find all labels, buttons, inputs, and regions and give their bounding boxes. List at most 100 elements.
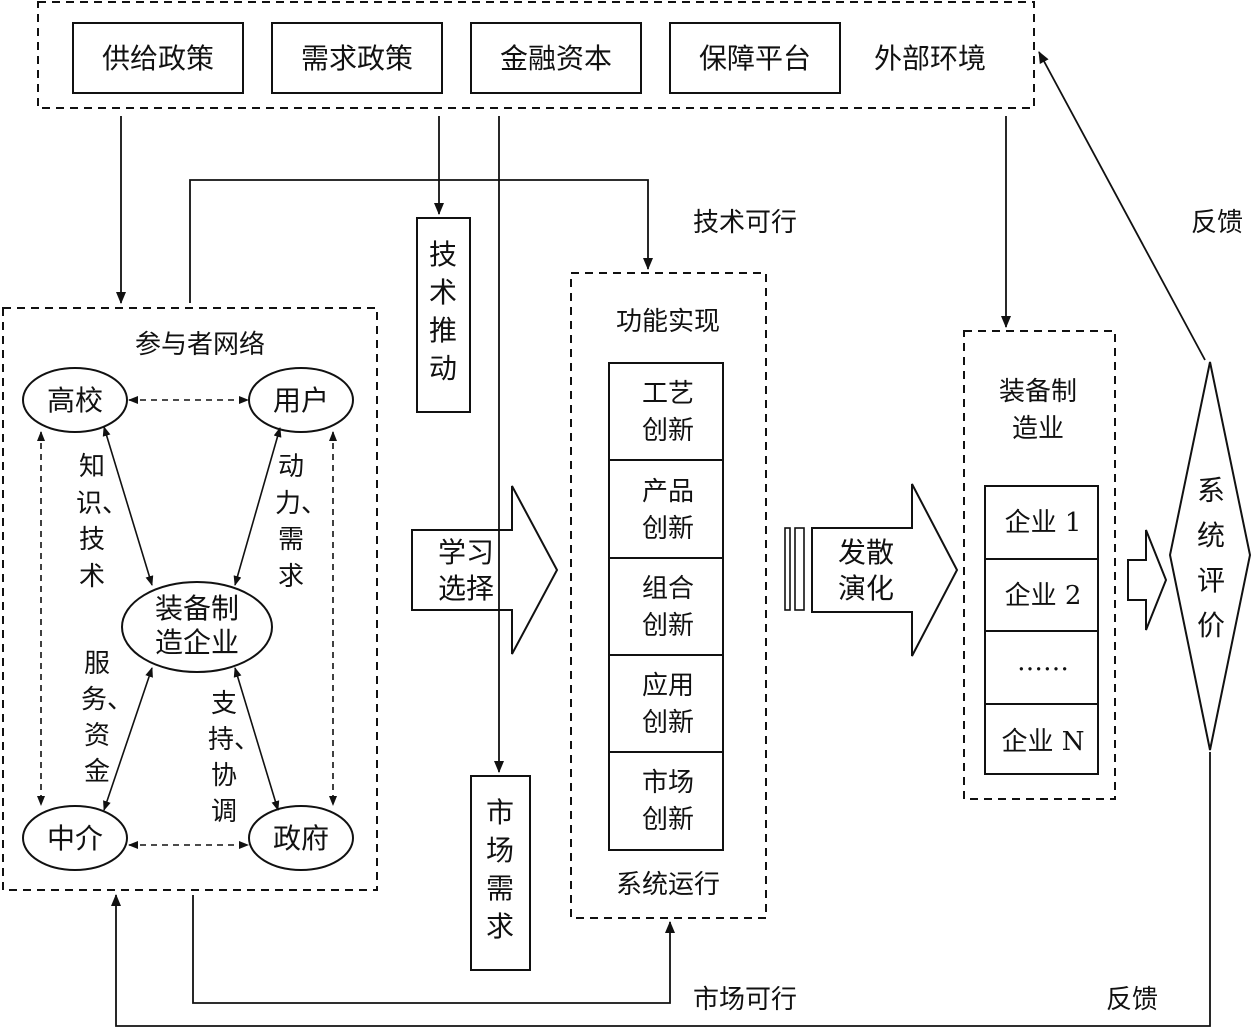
svg-text:服: 服 bbox=[84, 649, 110, 679]
svg-text:求: 求 bbox=[486, 910, 514, 943]
support-platform-label: 保障平台 bbox=[699, 42, 811, 75]
svg-text:系: 系 bbox=[1197, 474, 1225, 507]
innovation-application: 应用 创新 bbox=[642, 671, 694, 738]
svg-text:创新: 创新 bbox=[642, 805, 694, 835]
participant-network-title: 参与者网络 bbox=[135, 330, 265, 360]
svg-text:场: 场 bbox=[486, 834, 514, 867]
enterprise-list bbox=[984, 485, 1099, 775]
policy-box-demand-label: 需求政策 bbox=[301, 42, 413, 75]
market-demand-box: 市 场 需 求 bbox=[470, 775, 531, 971]
node-university-label: 高校 bbox=[47, 384, 103, 417]
tech-feasible-label: 技术可行 bbox=[693, 208, 797, 238]
svg-text:市: 市 bbox=[486, 796, 514, 829]
node-university: 高校 bbox=[22, 367, 128, 433]
svg-text:技: 技 bbox=[79, 525, 105, 555]
innovation-product: 产品 创新 bbox=[642, 477, 694, 544]
svg-text:动: 动 bbox=[429, 352, 457, 385]
svg-text:推: 推 bbox=[429, 314, 457, 347]
enterprise-ellipsis: …… bbox=[1017, 647, 1069, 677]
svg-text:学习: 学习 bbox=[438, 536, 494, 569]
path-feedback-top bbox=[1038, 51, 1206, 361]
svg-text:组合: 组合 bbox=[642, 574, 694, 604]
learning-select-arrow: 学习 选择 bbox=[411, 485, 559, 655]
function-title: 功能实现 bbox=[616, 307, 720, 337]
svg-text:持、: 持、 bbox=[208, 725, 260, 755]
node-user-label: 用户 bbox=[273, 384, 329, 417]
svg-text:需: 需 bbox=[278, 525, 304, 555]
node-government: 政府 bbox=[248, 805, 354, 871]
feedback-top-label: 反馈 bbox=[1191, 208, 1243, 238]
industry-frame bbox=[963, 330, 1116, 800]
innovation-process: 工艺 创新 bbox=[642, 379, 694, 446]
svg-text:力、: 力、 bbox=[275, 489, 327, 519]
enterprise-n: 企业 N bbox=[1001, 727, 1084, 757]
edge-label-support: 支 持、 协 调 bbox=[208, 689, 260, 827]
enterprise-1: 企业 1 bbox=[1005, 508, 1082, 538]
svg-text:应用: 应用 bbox=[642, 671, 694, 701]
innovation-market: 市场 创新 bbox=[642, 768, 694, 835]
edge-enterprise-government bbox=[233, 667, 280, 811]
tech-push-box: 技 术 推 动 bbox=[416, 217, 471, 413]
svg-text:评: 评 bbox=[1197, 564, 1225, 597]
svg-text:选择: 选择 bbox=[438, 572, 494, 605]
node-intermediary: 中介 bbox=[22, 805, 128, 871]
svg-text:工艺: 工艺 bbox=[642, 379, 694, 409]
policy-box-supply-label: 供给政策 bbox=[102, 42, 214, 75]
svg-text:调: 调 bbox=[211, 797, 237, 827]
policy-box-supply: 供给政策 bbox=[72, 22, 244, 94]
svg-text:演化: 演化 bbox=[838, 572, 894, 605]
market-feasible-label: 市场可行 bbox=[693, 985, 797, 1015]
svg-text:创新: 创新 bbox=[642, 416, 694, 446]
innovation-combination: 组合 创新 bbox=[642, 574, 694, 641]
participant-network-frame bbox=[2, 307, 378, 891]
svg-text:技: 技 bbox=[429, 238, 457, 271]
edge-user-enterprise bbox=[233, 427, 282, 586]
svg-text:求: 求 bbox=[278, 562, 304, 592]
svg-text:产品: 产品 bbox=[642, 477, 694, 507]
svg-text:协: 协 bbox=[211, 761, 237, 791]
to-evaluation-arrow bbox=[1127, 529, 1168, 631]
node-enterprise-label-line2: 造企业 bbox=[155, 626, 239, 659]
svg-text:发散: 发散 bbox=[838, 536, 894, 569]
svg-text:价: 价 bbox=[1197, 609, 1225, 642]
financial-capital-label: 金融资本 bbox=[500, 42, 612, 75]
svg-text:金: 金 bbox=[84, 757, 110, 787]
support-platform-box: 保障平台 bbox=[669, 22, 841, 94]
policy-box-demand: 需求政策 bbox=[271, 22, 443, 94]
svg-text:创新: 创新 bbox=[642, 611, 694, 641]
node-enterprise-label-line1: 装备制 bbox=[155, 592, 239, 625]
svg-text:术: 术 bbox=[429, 276, 457, 309]
external-environment-frame bbox=[37, 1, 1035, 109]
path-market-feasible bbox=[192, 895, 675, 1004]
path-tech-feasible bbox=[189, 179, 653, 303]
svg-text:需: 需 bbox=[486, 872, 514, 905]
node-enterprise: 装备制 造企业 bbox=[121, 581, 273, 673]
svg-text:创新: 创新 bbox=[642, 708, 694, 738]
node-intermediary-label: 中介 bbox=[47, 822, 103, 855]
edge-university-enterprise bbox=[102, 426, 154, 586]
system-evaluation-diamond: 系 统 评 价 bbox=[1168, 361, 1252, 751]
industry-title-line2: 造业 bbox=[1012, 414, 1064, 444]
svg-text:市场: 市场 bbox=[642, 768, 694, 798]
diffusion-bars bbox=[784, 527, 805, 611]
edge-enterprise-intermediary bbox=[103, 667, 153, 811]
svg-text:务、: 务、 bbox=[81, 685, 133, 715]
svg-text:资: 资 bbox=[84, 721, 110, 751]
edge-label-power: 动 力、 需 求 bbox=[275, 452, 327, 592]
external-environment-label: 外部环境 bbox=[874, 42, 986, 75]
innovation-stack bbox=[608, 362, 724, 851]
svg-text:动: 动 bbox=[278, 452, 304, 482]
edge-label-service: 服 务、 资 金 bbox=[81, 649, 133, 787]
industry-title-line1: 装备制 bbox=[999, 377, 1077, 407]
node-user: 用户 bbox=[248, 367, 354, 433]
edge-label-knowledge: 知 识、 技 术 bbox=[76, 452, 128, 592]
svg-text:识、: 识、 bbox=[76, 489, 128, 519]
svg-text:术: 术 bbox=[79, 562, 105, 592]
system-operation-label: 系统运行 bbox=[616, 870, 720, 900]
enterprise-2: 企业 2 bbox=[1005, 581, 1082, 611]
diffusion-arrow: 发散 演化 bbox=[811, 483, 959, 657]
svg-text:支: 支 bbox=[211, 689, 237, 719]
svg-text:创新: 创新 bbox=[642, 514, 694, 544]
node-government-label: 政府 bbox=[273, 822, 329, 855]
